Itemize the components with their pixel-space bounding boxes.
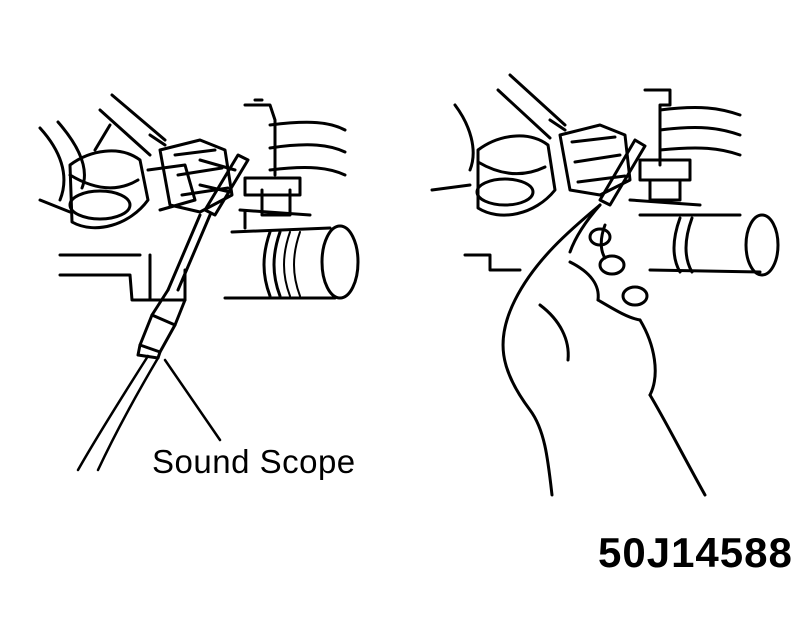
hand-on-injector bbox=[503, 205, 705, 495]
right-panel-finger-check bbox=[432, 75, 778, 495]
sound-scope-tool bbox=[78, 215, 210, 470]
figure-code: 50J14588 bbox=[598, 529, 793, 576]
left-injector bbox=[70, 140, 248, 228]
sound-scope-leader-line bbox=[165, 360, 220, 440]
left-fuel-hose bbox=[100, 95, 165, 155]
left-engine-background bbox=[40, 100, 358, 300]
right-fuel-hose bbox=[498, 75, 565, 138]
right-injector bbox=[477, 125, 645, 215]
sound-scope-label: Sound Scope bbox=[152, 443, 356, 480]
left-panel-sound-scope-check bbox=[40, 95, 358, 470]
right-engine-background bbox=[432, 90, 778, 275]
